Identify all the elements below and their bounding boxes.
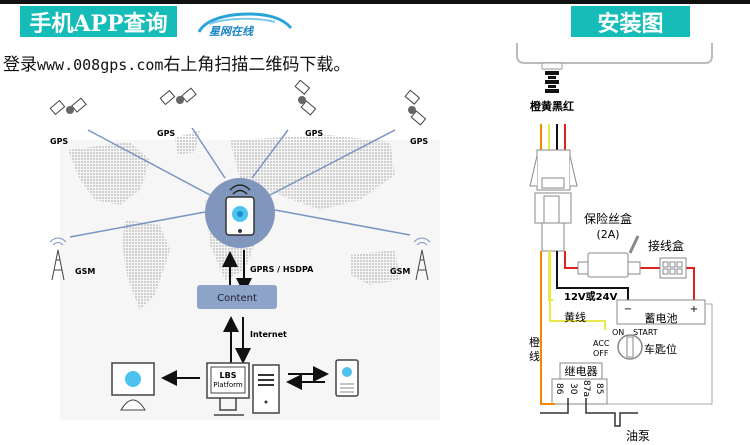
- signal-links: [69, 127, 411, 238]
- battery-label: 蓄电池: [645, 312, 678, 325]
- gps-label: GPS: [157, 129, 175, 138]
- instruction-suffix: 右上角扫描二维码下载。: [163, 55, 351, 75]
- relay-pin-87a: 87a: [581, 380, 591, 397]
- cell-tower-icon: [413, 237, 431, 281]
- satellite-icon: [159, 87, 197, 106]
- cell-tower-icon: [49, 237, 67, 281]
- platform-label: Platform: [213, 381, 243, 389]
- website-link[interactable]: www.008gps.com: [37, 56, 164, 74]
- content-label: Content: [217, 293, 257, 304]
- mobile-app-query-banner: 手机APP查询: [20, 6, 177, 37]
- desktop-monitor-icon: [111, 362, 155, 411]
- gps-network-diagram: GPS GPS GPS GPS GSM GSM GPRS / HSDPA Con…: [49, 80, 440, 420]
- fuel-pump-label: 油泵: [626, 429, 650, 443]
- gsm-label: GSM: [75, 267, 95, 276]
- battery-minus: −: [624, 304, 632, 315]
- mobile-phone-icon: [335, 359, 359, 397]
- junction-box-label: 接线盒: [648, 238, 684, 253]
- satellite-icon: [294, 80, 317, 116]
- lbs-label: LBS: [220, 371, 237, 380]
- satellite-icon: [404, 89, 427, 126]
- key-acc-label: ACC: [593, 339, 610, 348]
- install-diagram-label: 安装图: [597, 11, 664, 37]
- device-connector-icon: [545, 71, 559, 93]
- power-wire: [564, 251, 578, 269]
- voltage-label: 12V或24V: [564, 290, 618, 303]
- installation-wiring-diagram: 橙黄黑红 保险丝盒 (2A) 接线盒 − + 蓄电池 12V或24V 黄线 橙: [516, 43, 713, 443]
- fuse-box-icon: [577, 235, 641, 278]
- gps-label: GPS: [305, 129, 323, 138]
- content-server-box: [197, 285, 277, 309]
- instruction-prefix: 登录: [3, 55, 37, 75]
- relay-pin-86: 86: [554, 383, 564, 395]
- relay-pin-30: 30: [568, 383, 578, 395]
- battery-icon: [616, 299, 706, 325]
- yellow-acc-wire: [549, 303, 606, 330]
- top-border: [0, 0, 750, 4]
- fuse-box-label: 保险丝盒: [584, 211, 632, 226]
- mounting-bracket: [516, 43, 713, 64]
- satellite-icon: [49, 97, 87, 116]
- relay-pin-85: 85: [594, 383, 604, 394]
- mobile-app-query-label: 手机APP查询: [29, 10, 168, 37]
- battery-plus: +: [690, 304, 698, 315]
- key-off-label: OFF: [593, 349, 609, 358]
- signal-icon: [229, 184, 251, 195]
- junction-box-icon: [659, 257, 687, 279]
- orange-wire-label-2: 线: [529, 349, 540, 363]
- gps-label: GPS: [410, 137, 428, 146]
- gsm-label: GSM: [390, 267, 410, 276]
- plug-connector: [529, 149, 578, 252]
- brand-logo: 星网在线: [197, 12, 293, 38]
- lbs-platform-icon: [206, 362, 280, 416]
- install-diagram-banner: 安装图: [571, 6, 690, 37]
- fuel-pump-circuit: [540, 398, 638, 427]
- wire-colors-label: 橙黄黑红: [530, 99, 574, 113]
- ground-wire: [556, 251, 629, 300]
- fuse-rating-label: (2A): [596, 228, 619, 241]
- logo-car-swoosh-icon: [197, 12, 293, 33]
- relay-label: 继电器: [565, 365, 598, 378]
- orange-wire-label-1: 橙: [529, 335, 540, 349]
- internet-label: Internet: [250, 330, 287, 339]
- key-position-label: 车匙位: [644, 342, 677, 356]
- gprs-label: GPRS / HSDPA: [250, 265, 314, 274]
- yellow-wire-label: 黄线: [564, 310, 586, 324]
- gps-label: GPS: [50, 137, 68, 146]
- relay-icon: [551, 378, 608, 405]
- key-on-label: ON: [612, 328, 624, 337]
- download-instruction: 登录www.008gps.com右上角扫描二维码下载。: [3, 50, 350, 75]
- logo-text: 星网在线: [209, 25, 255, 38]
- key-start-label: START: [633, 328, 658, 337]
